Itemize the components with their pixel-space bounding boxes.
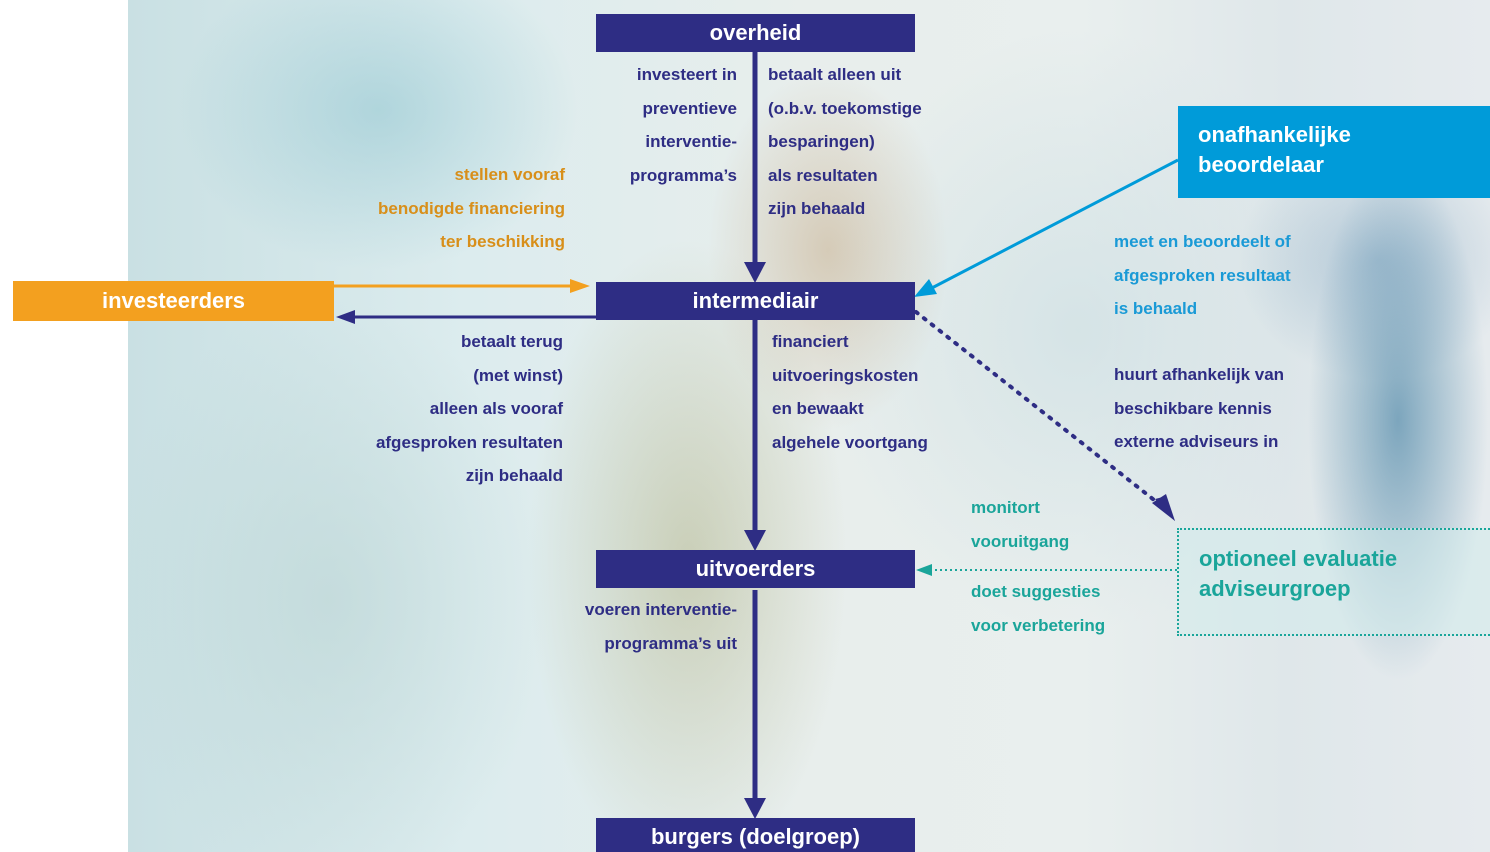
beoordelaar-label-1: onafhankelijke <box>1198 122 1351 147</box>
text-line: huurt afhankelijk van <box>1114 365 1285 384</box>
overheid-label: overheid <box>709 20 802 45</box>
text-line: ter beschikking <box>440 232 565 251</box>
text-line: afgesproken resultaten <box>375 432 563 452</box>
overheid-right-text: betaalt alleen uit (o.b.v. toekomstige b… <box>768 58 922 226</box>
intermediair-label: intermediair <box>692 288 819 313</box>
text-line: (o.b.v. toekomstige <box>768 98 922 118</box>
burgers-label: burgers (doelgroep) <box>650 824 860 849</box>
uitvoerders-below-text: voeren interventie- programma’s uit <box>585 593 737 660</box>
text-line: vooruitgang <box>971 531 1070 551</box>
adviseurgroep-box: optioneel evaluatie adviseurgroep <box>1177 528 1490 636</box>
text-line: zijn behaald <box>768 199 866 218</box>
text-line: meet en beoordeelt of <box>1114 232 1291 251</box>
text-line: beschikbare kennis <box>1114 398 1272 418</box>
text-line: afgesproken resultaat <box>1114 265 1291 285</box>
text-line: monitort <box>971 498 1040 517</box>
uitvoerders-label: uitvoerders <box>695 556 816 581</box>
investeerders-box: investeerders <box>13 281 334 321</box>
text-line: en bewaakt <box>772 399 864 418</box>
text-line: voeren interventie- <box>584 600 737 619</box>
text-line: externe adviseurs in <box>1114 432 1279 451</box>
monitor-text: monitort vooruitgang <box>971 491 1069 558</box>
text-line: zijn behaald <box>465 466 563 485</box>
text-line: is behaald <box>1114 299 1198 318</box>
intermediair-left-text: betaalt terug (met winst) alleen als voo… <box>376 325 563 493</box>
overheid-box: overheid <box>596 14 915 52</box>
beoordelaar-measure-text: meet en beoordeelt of afgesproken result… <box>1114 225 1291 326</box>
text-line: algehele voortgang <box>772 432 928 452</box>
text-line: stellen vooraf <box>454 165 565 184</box>
beoordelaar-hire-text: huurt afhankelijk van beschikbare kennis… <box>1114 358 1284 459</box>
text-line: voor verbetering <box>971 615 1106 635</box>
text-line: besparingen) <box>768 132 875 151</box>
intermediair-right-text: financiert uitvoeringskosten en bewaakt … <box>772 325 928 459</box>
suggest-text: doet suggesties voor verbetering <box>971 575 1105 642</box>
text-line: alleen als vooraf <box>429 399 563 418</box>
text-line: interventie- <box>645 132 737 151</box>
text-line: als resultaten <box>768 165 878 185</box>
adviseurgroep-label-1: optioneel evaluatie <box>1199 546 1398 571</box>
text-line: doet suggesties <box>971 582 1101 601</box>
text-line: betaalt alleen uit <box>768 65 902 84</box>
text-line: uitvoeringskosten <box>772 365 919 385</box>
adviseurgroep-label-2: adviseurgroep <box>1199 576 1351 601</box>
overheid-left-text: investeert in preventieve interventie- p… <box>630 58 737 192</box>
intermediair-box: intermediair <box>596 282 915 320</box>
text-line: preventieve <box>642 98 738 118</box>
beoordelaar-box: onafhankelijke beoordelaar <box>1178 106 1490 198</box>
text-line: betaalt terug <box>460 332 563 351</box>
text-line: (met winst) <box>473 365 563 385</box>
text-line: financiert <box>772 332 849 351</box>
uitvoerders-box: uitvoerders <box>596 550 915 588</box>
text-line: programma’s uit <box>604 633 737 653</box>
burgers-box: burgers (doelgroep) <box>596 818 915 852</box>
investeerders-label: investeerders <box>101 288 246 313</box>
text-line: investeert in <box>636 65 737 84</box>
investeerders-top-text: stellen vooraf benodigde financiering te… <box>378 158 565 259</box>
beoordelaar-label-2: beoordelaar <box>1198 152 1324 177</box>
text-line: benodigde financiering <box>377 198 565 218</box>
text-line: programma’s <box>629 165 737 185</box>
